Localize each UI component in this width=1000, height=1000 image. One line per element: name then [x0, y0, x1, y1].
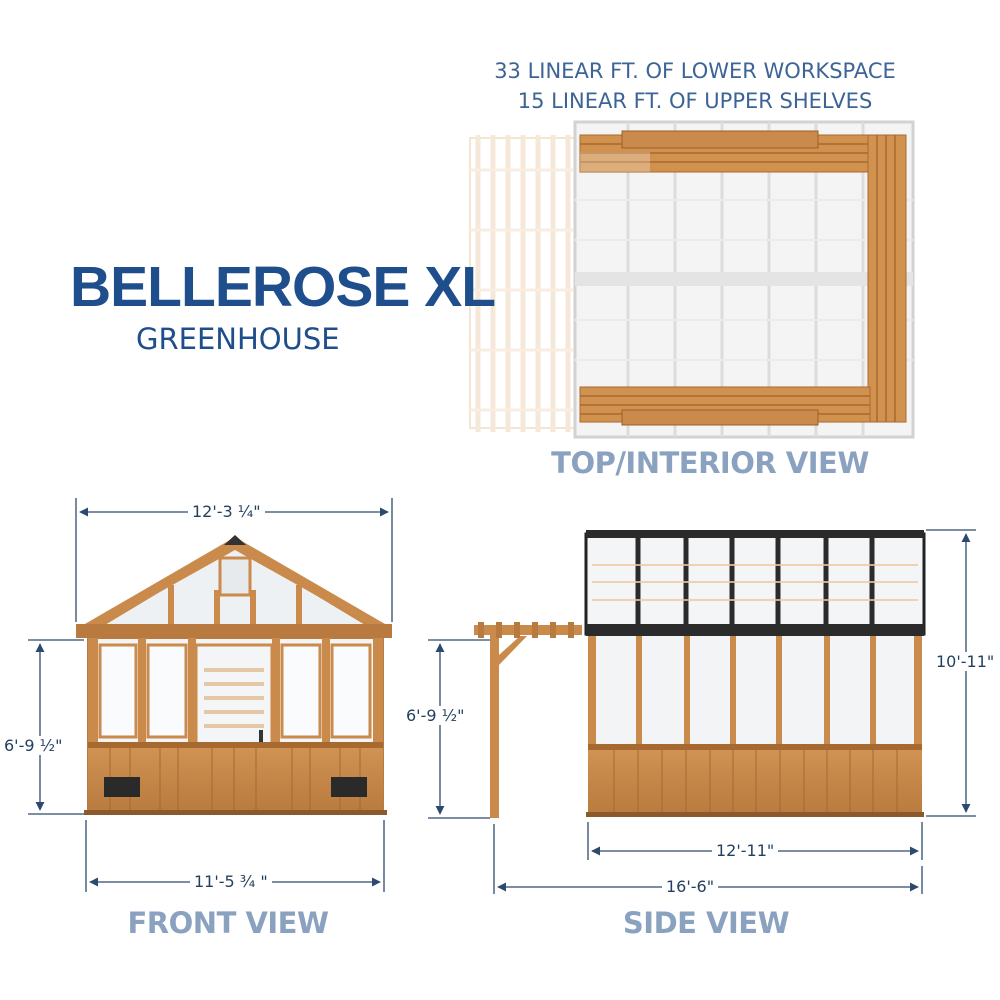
front-view-label: FRONT VIEW [127, 906, 329, 940]
top-interior-plan [469, 120, 915, 439]
side-elevation [474, 530, 926, 818]
dim-front-base-width: 11'-5 ¾ " [190, 872, 272, 891]
front-elevation [76, 535, 392, 815]
dim-side-pergola-height: 6'-9 ½" [402, 706, 469, 725]
top-bench [579, 130, 871, 173]
dim-side-total-length: 16'-6" [662, 877, 719, 896]
bottom-bench [579, 386, 871, 426]
dim-side-total-height: 10'-11" [932, 652, 999, 671]
shelves-caption: 15 LINEAR FT. OF UPPER SHELVES [517, 89, 873, 113]
product-subtitle: GREENHOUSE [136, 322, 340, 356]
pergola-side [474, 622, 582, 818]
product-title: BELLEROSE XL [70, 255, 496, 319]
workspace-caption: 33 LINEAR FT. OF LOWER WORKSPACE [494, 59, 896, 83]
dim-side-body-length: 12'-11" [712, 841, 779, 860]
dim-front-roof-width: 12'-3 ¼" [188, 502, 265, 521]
right-bench [867, 134, 907, 423]
dim-front-wall-height: 6'-9 ½" [0, 736, 67, 755]
side-view-label: SIDE VIEW [622, 906, 790, 940]
dimension-lines [28, 498, 976, 894]
top-view-label: TOP/INTERIOR VIEW [551, 446, 869, 480]
pergola-plan-faded [469, 135, 576, 432]
